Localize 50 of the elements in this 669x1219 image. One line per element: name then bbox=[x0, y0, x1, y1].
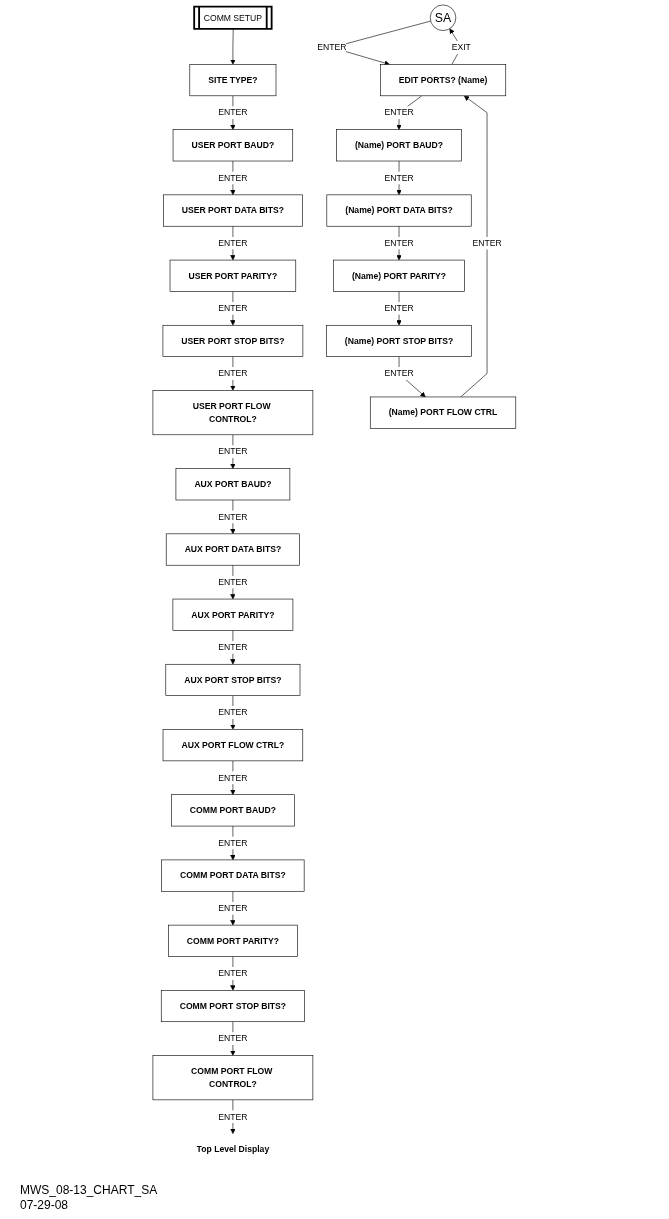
node-box: AUX PORT PARITY? bbox=[172, 598, 294, 631]
node-box: AUX PORT FLOW CTRL? bbox=[162, 729, 304, 762]
edge-label: ENTER bbox=[218, 303, 248, 313]
edge-label: ENTER bbox=[218, 237, 248, 248]
edge-label: EXIT bbox=[451, 42, 471, 53]
edge-label: ENTER bbox=[218, 511, 248, 522]
edge-label: ENTER bbox=[218, 1111, 248, 1122]
edge-label: ENTER bbox=[218, 576, 248, 587]
edge-label: ENTER bbox=[384, 303, 414, 313]
node-box: EDIT PORTS? (Name) bbox=[380, 64, 507, 97]
node-box: COMM PORT DATA BITS? bbox=[161, 859, 305, 892]
node-box: COMM PORT STOP BITS? bbox=[161, 990, 305, 1022]
node-box: COMM PORT PARITY? bbox=[168, 924, 298, 957]
node-box: USER PORT PARITY? bbox=[169, 259, 297, 292]
node-box: SITE TYPE? bbox=[189, 64, 277, 97]
edge-label: ENTER bbox=[218, 707, 248, 718]
node-text: Top Level Display bbox=[196, 1144, 270, 1154]
node-box: AUX PORT BAUD? bbox=[175, 468, 291, 501]
edge-label: ENTER bbox=[218, 368, 248, 379]
node-box: USER PORT FLOW CONTROL? bbox=[152, 390, 314, 436]
edge-label: ENTER bbox=[472, 237, 502, 248]
edge-label: ENTER bbox=[218, 902, 248, 913]
node-box: (Name) PORT STOP BITS? bbox=[326, 324, 473, 357]
edge-label: ENTER bbox=[218, 837, 248, 848]
edge-label: ENTER bbox=[218, 642, 248, 652]
node-box: USER PORT BAUD? bbox=[172, 129, 294, 162]
node-box: (Name) PORT DATA BITS? bbox=[326, 194, 472, 227]
edge-label: ENTER bbox=[384, 172, 414, 183]
edge-label: ENTER bbox=[384, 107, 414, 118]
node-circle: SA bbox=[430, 4, 457, 31]
edge-label: ENTER bbox=[218, 446, 248, 457]
node-box: AUX PORT STOP BITS? bbox=[165, 663, 301, 696]
edge-label: ENTER bbox=[218, 1033, 248, 1044]
chart-id-note: MWS_08-13_CHART_SA bbox=[20, 1183, 158, 1198]
edge-label: ENTER bbox=[218, 172, 248, 183]
node-box: (Name) PORT PARITY? bbox=[333, 259, 465, 292]
edge-label: ENTER bbox=[218, 772, 248, 783]
node-box: (Name) PORT BAUD? bbox=[336, 129, 462, 162]
edge-label: ENTER bbox=[384, 237, 414, 248]
edge-label: ENTER bbox=[384, 368, 414, 379]
node-box: USER PORT DATA BITS? bbox=[163, 194, 303, 227]
node-box: COMM PORT FLOW CONTROL? bbox=[152, 1055, 314, 1101]
node-box: COMM PORT BAUD? bbox=[171, 794, 295, 827]
edge-label: ENTER bbox=[317, 42, 347, 53]
chart-id-note: 07-29-08 bbox=[20, 1198, 70, 1213]
node-box: USER PORT STOP BITS? bbox=[162, 324, 304, 357]
node-box: AUX PORT DATA BITS? bbox=[166, 533, 301, 566]
edge-label: ENTER bbox=[218, 107, 248, 118]
edge-label: ENTER bbox=[218, 968, 248, 979]
node-box: (Name) PORT FLOW CTRL bbox=[370, 396, 517, 429]
